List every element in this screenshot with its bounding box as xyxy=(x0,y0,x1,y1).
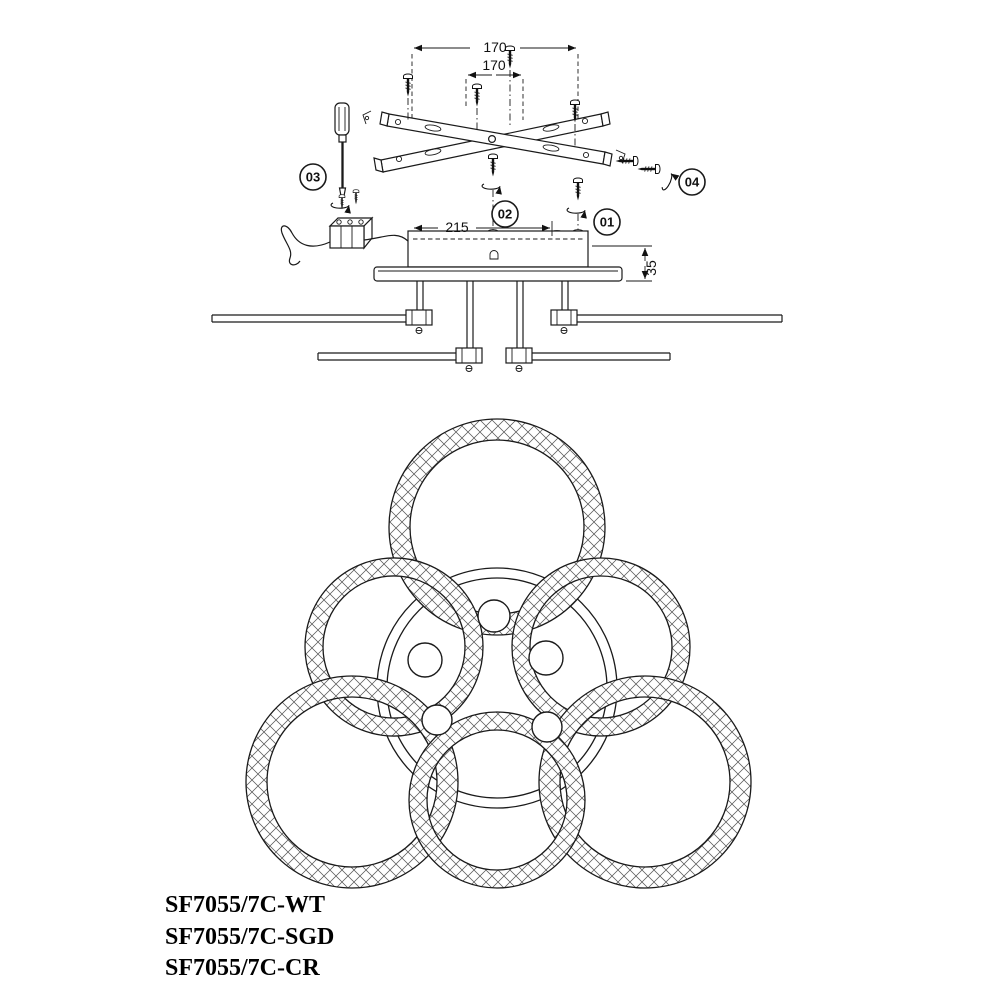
step-04-label: 04 xyxy=(685,175,700,190)
rod-clamp xyxy=(550,309,578,334)
dimension-35: 35 xyxy=(592,245,659,282)
keyhole-slot xyxy=(489,250,499,260)
end-tab-left xyxy=(362,110,372,125)
fixture-arm-row1-left xyxy=(211,314,432,323)
screw-icon xyxy=(471,82,483,108)
led-ball xyxy=(477,599,511,633)
dimension-label-170-outer: 170 xyxy=(483,39,507,55)
screw-icon xyxy=(352,188,360,206)
rod-clamp xyxy=(505,347,533,372)
step-01-label: 01 xyxy=(600,215,614,230)
led-ball xyxy=(407,642,443,678)
terminal-block xyxy=(328,188,374,250)
ring-upper-left xyxy=(304,557,484,737)
step-badge-04: 04 xyxy=(678,168,706,196)
step-03-label: 03 xyxy=(306,170,320,185)
ring-bottom-left xyxy=(245,675,459,889)
dimension-label-170-inner: 170 xyxy=(482,57,506,73)
rod-clamp xyxy=(405,309,433,334)
led-ball xyxy=(531,711,563,743)
mounting-bracket xyxy=(362,110,626,173)
model-code-wt: SF7055/7C-WT xyxy=(165,892,325,918)
rotate-arrow-icon xyxy=(567,208,585,213)
model-codes: SF7055/7C-WT SF7055/7C-SGD SF7055/7C-CR xyxy=(165,892,334,981)
step-badge-01: 01 xyxy=(593,208,621,236)
canopy xyxy=(407,230,589,268)
rod-clamp xyxy=(455,347,483,372)
screw-icon xyxy=(504,44,516,70)
dimension-170-inner: 170 xyxy=(465,57,524,120)
dimension-label-215: 215 xyxy=(445,219,469,235)
model-code-cr: SF7055/7C-CR xyxy=(165,955,320,981)
ring-arrangement xyxy=(245,418,752,889)
screwdriver-icon xyxy=(331,102,350,208)
fixture-arm-row2-right xyxy=(510,352,671,361)
step-04-assembly xyxy=(614,155,674,192)
fixture-arm-row2-left xyxy=(317,352,480,361)
led-ball xyxy=(528,640,564,676)
step-badge-03: 03 xyxy=(299,163,327,191)
fixture-arm-row1-right xyxy=(558,314,783,323)
suspension-rods xyxy=(416,281,569,350)
dimension-215: 215 xyxy=(414,219,553,236)
model-code-sgd: SF7055/7C-SGD xyxy=(165,924,334,950)
ceiling-plate xyxy=(373,266,623,282)
rotate-arrow-icon xyxy=(331,203,349,208)
canopy-wire xyxy=(363,234,409,242)
dimension-170-outer: 170 xyxy=(411,39,579,132)
bracket-screws xyxy=(402,44,581,146)
screw-icon xyxy=(572,176,584,202)
dimension-label-35: 35 xyxy=(643,260,659,276)
ring-bottom-right xyxy=(538,675,752,889)
screw-icon xyxy=(487,152,499,178)
screw-icon xyxy=(338,193,346,211)
power-wire xyxy=(280,225,331,266)
led-ball xyxy=(421,704,453,736)
screw-icon xyxy=(636,163,662,175)
led-balls xyxy=(407,599,564,743)
rotate-arrow-icon xyxy=(661,173,673,191)
step-badge-02: 02 xyxy=(491,200,519,228)
screw-icon xyxy=(402,72,414,98)
step-02-label: 02 xyxy=(498,207,512,222)
rotate-arrow-icon xyxy=(482,184,500,189)
